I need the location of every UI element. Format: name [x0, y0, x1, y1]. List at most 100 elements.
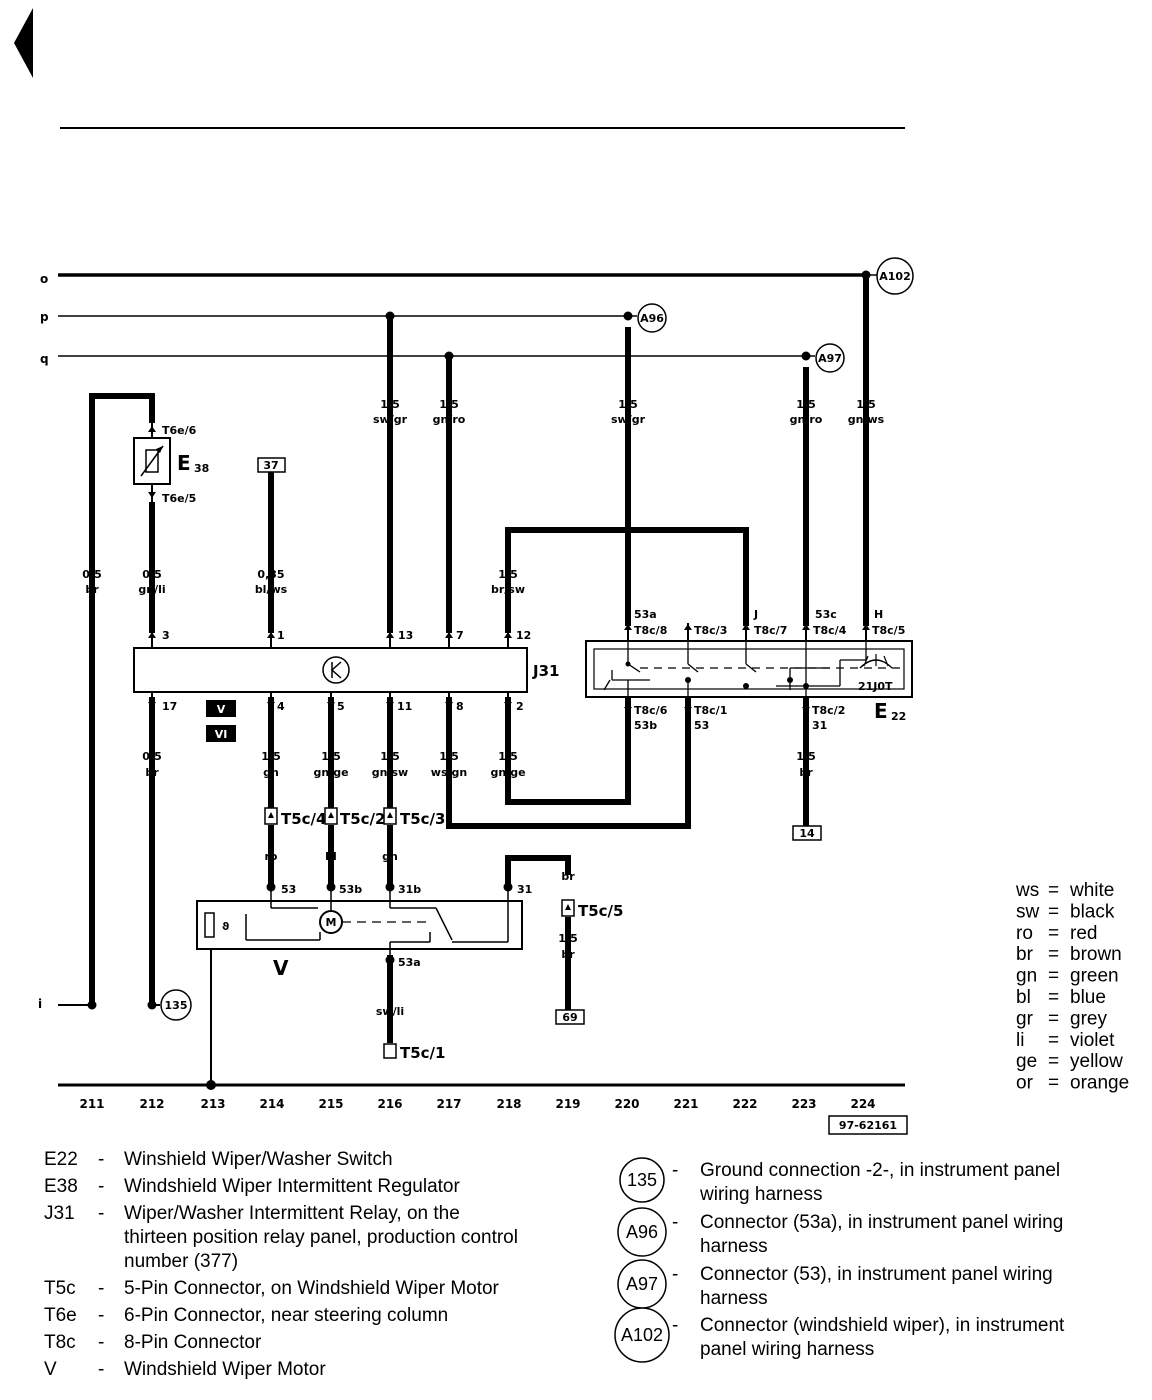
legend-description: Winshield Wiper/Washer Switch — [124, 1149, 393, 1170]
svg-text:H: H — [874, 608, 883, 621]
connector-badge — [619, 1157, 665, 1203]
svg-text:J31: J31 — [532, 662, 559, 680]
ref-box-69: 69 — [555, 1009, 585, 1025]
color-name: red — [1070, 923, 1097, 944]
legend-dash: - — [98, 1332, 104, 1353]
color-equals: = — [1048, 944, 1059, 965]
svg-text:bl/ws: bl/ws — [255, 583, 288, 596]
svg-text:31: 31 — [812, 719, 827, 732]
connector-a102: A102 — [866, 257, 914, 295]
svg-text:1,5: 1,5 — [558, 932, 578, 945]
svg-text:53c: 53c — [815, 608, 837, 621]
svg-text:br: br — [561, 948, 575, 961]
color-equals: = — [1048, 1051, 1059, 1072]
svg-text:31: 31 — [517, 883, 532, 896]
rail-label-p: p — [40, 310, 49, 324]
color-code: ro — [1016, 923, 1033, 944]
legend-code: E38 — [44, 1176, 78, 1197]
bus-number: 217 — [436, 1097, 461, 1111]
svg-text:0,5: 0,5 — [142, 568, 162, 581]
back-arrow-icon[interactable] — [14, 8, 33, 78]
bus-number: 221 — [673, 1097, 698, 1111]
legend-dash: - — [98, 1203, 104, 1224]
legend-description: Connector (windshield wiper), in instrum… — [700, 1315, 1065, 1336]
svg-text:53b: 53b — [634, 719, 657, 732]
svg-text:1,5: 1,5 — [261, 750, 281, 763]
legend-dash: - — [98, 1176, 104, 1197]
color-code: gn — [1016, 966, 1037, 987]
rail-label-i: i — [38, 997, 42, 1011]
svg-text:69: 69 — [562, 1011, 577, 1024]
svg-text:ro: ro — [265, 850, 278, 863]
bus-number: 215 — [318, 1097, 343, 1111]
svg-text:gn/ro: gn/ro — [790, 413, 823, 426]
legend-code: V — [44, 1359, 57, 1380]
svg-text:E: E — [874, 699, 888, 723]
svg-text:53: 53 — [281, 883, 296, 896]
color-equals: = — [1048, 987, 1059, 1008]
color-name: orange — [1070, 1073, 1129, 1094]
legend-description: harness — [700, 1288, 768, 1309]
svg-text:ws/gn: ws/gn — [431, 766, 467, 779]
legend-description: 8-Pin Connector — [124, 1332, 262, 1353]
legend-description: harness — [700, 1236, 768, 1257]
svg-text:T5c/1: T5c/1 — [400, 1044, 445, 1062]
legend-code: T6e — [44, 1305, 77, 1326]
svg-text:M: M — [326, 916, 337, 929]
bus-number: 223 — [791, 1097, 816, 1111]
svg-text:1,5: 1,5 — [439, 398, 459, 411]
svg-text:gn/ge: gn/ge — [490, 766, 525, 779]
svg-text:1,5: 1,5 — [618, 398, 638, 411]
svg-text:gn/sw: gn/sw — [372, 766, 408, 779]
color-code: li — [1016, 1030, 1024, 1051]
bus-number: 224 — [850, 1097, 875, 1111]
color-code: ws — [1015, 880, 1039, 901]
legend-code: E22 — [44, 1149, 78, 1170]
svg-text:A96: A96 — [640, 312, 664, 325]
legend-description: wiring harness — [699, 1184, 823, 1205]
svg-text:1,5: 1,5 — [796, 398, 816, 411]
color-code: gr — [1016, 1008, 1034, 1029]
svg-text:1,5: 1,5 — [380, 398, 400, 411]
legend-dash: - — [98, 1359, 104, 1380]
color-name: brown — [1070, 944, 1122, 965]
ref-box-14: 14 — [792, 825, 822, 841]
svg-text:11: 11 — [397, 700, 412, 713]
svg-text:3: 3 — [162, 629, 170, 642]
svg-text:0,5: 0,5 — [142, 750, 162, 763]
svg-text:1,5: 1,5 — [498, 568, 518, 581]
svg-text:gn/ws: gn/ws — [848, 413, 885, 426]
color-name: white — [1069, 880, 1114, 901]
bus-number: 216 — [377, 1097, 402, 1111]
svg-text:53b: 53b — [339, 883, 362, 896]
svg-text:br: br — [561, 870, 575, 883]
svg-text:T8c/6: T8c/6 — [634, 704, 668, 717]
legend-description: thirteen position relay panel, productio… — [124, 1227, 518, 1248]
svg-text:4: 4 — [277, 700, 285, 713]
svg-text:22: 22 — [891, 710, 906, 723]
svg-text:37: 37 — [263, 459, 278, 472]
legend-description: Wiper/Washer Intermittent Relay, on the — [124, 1203, 460, 1224]
svg-text:2: 2 — [516, 700, 524, 713]
svg-text:5: 5 — [337, 700, 345, 713]
svg-text:E: E — [177, 451, 191, 475]
svg-text:gn: gn — [263, 766, 279, 779]
legend-code: T8c — [44, 1332, 76, 1353]
color-code: sw — [1016, 901, 1040, 922]
svg-text:1,5: 1,5 — [439, 750, 459, 763]
wiper-motor-v: ϑ 53 53b 31b 31 53a M V — [196, 882, 532, 980]
svg-text:21J0T: 21J0T — [858, 680, 893, 693]
color-equals: = — [1048, 901, 1059, 922]
svg-text:br: br — [145, 766, 159, 779]
e38-regulator: T6e/6 T6e/5 E 38 — [133, 420, 209, 505]
svg-text:53: 53 — [694, 719, 709, 732]
svg-text:A97: A97 — [818, 352, 842, 365]
connector-a96: A96 — [628, 303, 667, 333]
connector-badge-label: A102 — [621, 1325, 663, 1345]
svg-text:1,5: 1,5 — [380, 750, 400, 763]
svg-text:VI: VI — [215, 728, 228, 741]
color-code: bl — [1016, 987, 1031, 1008]
component-legend: E22-Winshield Wiper/Washer SwitchE38-Win… — [44, 1149, 518, 1380]
connector-badge-label: 135 — [627, 1170, 657, 1190]
